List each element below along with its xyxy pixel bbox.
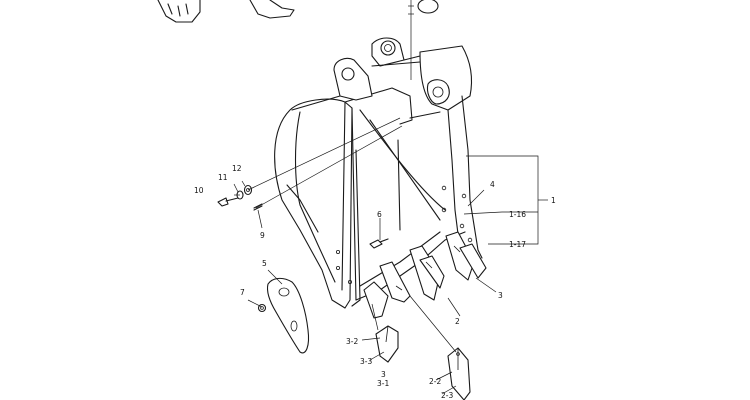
callout-3-detail: 3 [381,370,386,379]
partial-part-top-right [408,0,439,80]
callout-2: 2 [455,317,460,326]
partial-part-top-center [249,0,295,19]
callout-12: 12 [232,164,242,173]
callout-2-3: 2-3 [441,391,453,400]
callout-3-1: 3-1 [377,379,389,388]
callout-5: 5 [262,259,267,268]
callout-3: 3 [498,291,503,300]
callout-3-2: 3-2 [346,337,358,346]
bolt-group [217,117,403,211]
callout-11: 11 [218,173,228,182]
teeth-row [363,231,487,319]
callout-7: 7 [240,288,245,297]
leader-lines [233,155,548,395]
callout-1-17: 1-17 [509,240,526,249]
side-cutter-bolt [369,238,389,249]
callout-3-3: 3-3 [360,357,372,366]
callout-1: 1 [551,196,556,205]
tooth-2-detail [447,347,471,400]
callout-6: 6 [377,210,382,219]
bucket-body [274,37,483,309]
partial-part-top-left [157,0,201,23]
callout-2-2: 2-2 [429,377,441,386]
callout-labels: 1 1-16 1-17 4 3 2 6 5 7 9 10 11 12 3-2 3… [194,164,556,400]
callout-9: 9 [260,231,265,240]
callout-4: 4 [490,180,495,189]
tooth-3-detail [375,325,399,363]
callout-1-16: 1-16 [509,210,526,219]
callout-10: 10 [194,186,204,195]
side-cutter-plate [257,277,310,354]
